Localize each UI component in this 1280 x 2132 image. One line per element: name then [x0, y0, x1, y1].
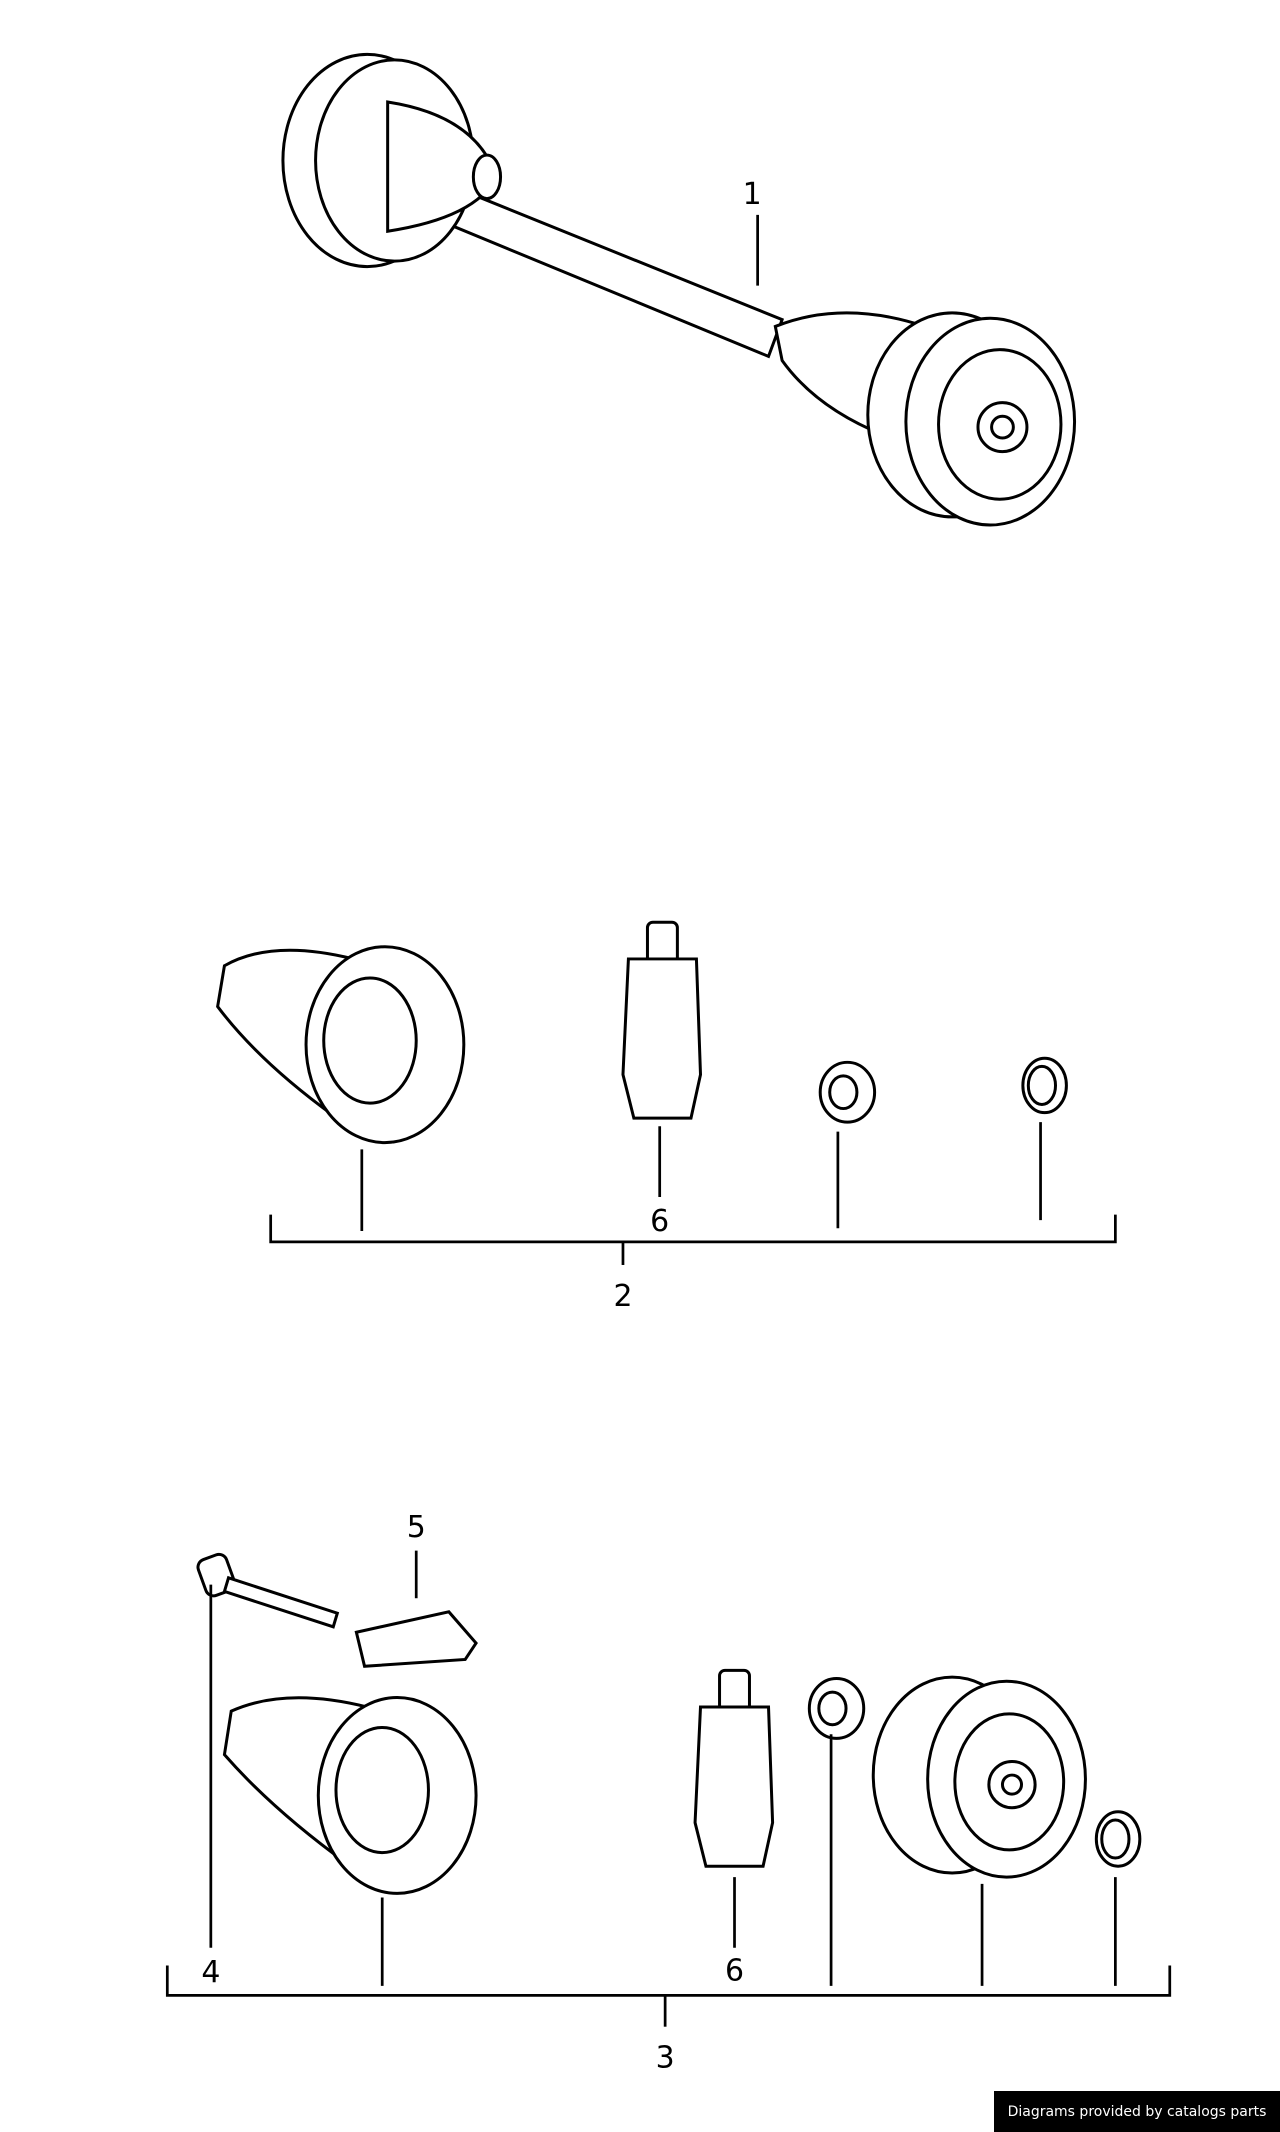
drive-shaft[interactable]	[281, 52, 1077, 527]
callout-3: 3	[656, 2041, 675, 2076]
cv-joint[interactable]	[871, 1675, 1087, 1879]
inner-ring-2[interactable]	[807, 1676, 866, 1740]
circlip-2[interactable]	[1094, 1810, 1142, 1868]
callout-1: 1	[743, 177, 762, 212]
boot-with-flange[interactable]	[216, 945, 466, 1145]
grease-tube-2[interactable]	[693, 1668, 775, 1868]
credit-badge: Diagrams provided by catalogs parts	[994, 2091, 1280, 2132]
callout-5: 5	[407, 1510, 426, 1545]
callout-6-lower: 6	[725, 1953, 744, 1988]
inner-ring[interactable]	[818, 1060, 877, 1124]
lock-plate[interactable]	[354, 1610, 478, 1668]
grease-tube[interactable]	[621, 920, 703, 1120]
callout-4: 4	[201, 1955, 220, 1990]
boot-with-flange-2[interactable]	[222, 1696, 478, 1895]
callout-2: 2	[613, 1279, 632, 1314]
circlip[interactable]	[1021, 1056, 1068, 1115]
callout-6-upper: 6	[650, 1204, 669, 1239]
bolt[interactable]	[196, 1552, 340, 1629]
